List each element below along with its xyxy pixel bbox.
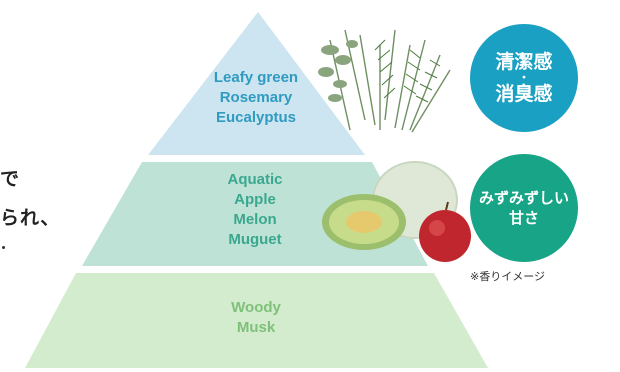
badge-top-line-2: 消臭感 (495, 83, 552, 105)
base-note-1: Woody (176, 298, 336, 318)
middle-note-4: Muguet (170, 230, 340, 250)
pyramid-base-notes: Woody Musk (176, 298, 336, 338)
top-note-1: Leafy green (176, 68, 336, 88)
middle-note-3: Melon (170, 210, 340, 230)
badge-middle-line-2: 甘さ (509, 208, 539, 228)
badge-top-line-1: 清潔感 (495, 51, 552, 73)
middle-note-2: Apple (170, 190, 340, 210)
top-note-2: Rosemary (176, 88, 336, 108)
scent-image-note: ※香りイメージ (470, 268, 590, 284)
middle-note-1: Aquatic (170, 170, 340, 190)
freshness-badge: みずみずしい 甘さ (470, 154, 578, 262)
top-note-3: Eucalyptus (176, 108, 336, 128)
cleanliness-badge: 清潔感 ・ 消臭感 (470, 24, 578, 132)
badge-middle-line-1: みずみずしい (479, 188, 569, 208)
badge-top-separator: ・ (519, 73, 530, 83)
base-note-2: Musk (176, 318, 336, 338)
pyramid-middle-notes: Aquatic Apple Melon Muguet (170, 170, 340, 250)
apple (419, 210, 471, 262)
pyramid-top-notes: Leafy green Rosemary Eucalyptus (176, 68, 336, 128)
